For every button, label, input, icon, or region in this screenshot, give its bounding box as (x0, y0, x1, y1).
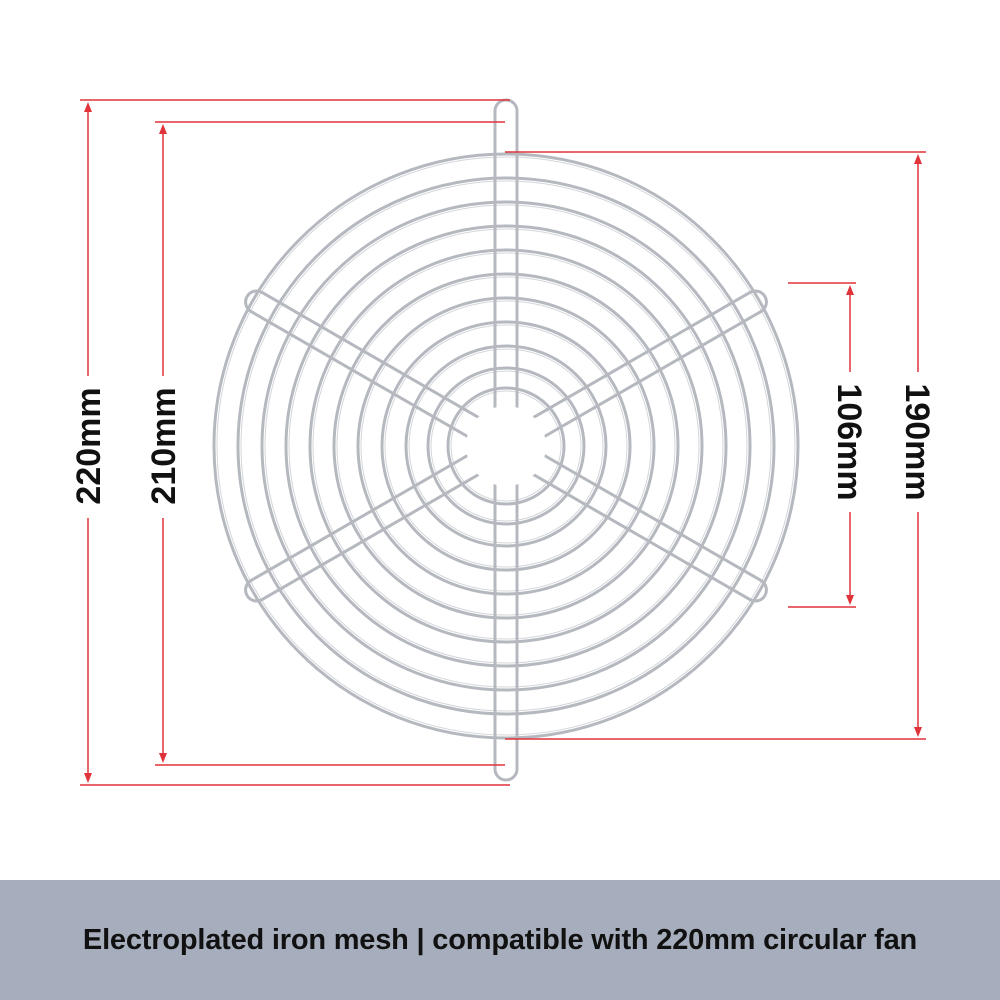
mesh-ring (308, 248, 704, 644)
mesh-ring-highlight (384, 324, 628, 568)
mesh-ring-highlight (216, 156, 796, 736)
mesh-ring (260, 200, 752, 692)
mesh-ring-highlight (240, 180, 772, 712)
mesh-ring (404, 344, 608, 548)
mesh-ring (236, 176, 776, 716)
dimension-label-190mm: 190mm (898, 383, 936, 500)
mesh-ring-highlight (288, 228, 724, 664)
mesh-ring (426, 366, 586, 526)
fan-guard-mesh (212, 98, 800, 782)
mesh-ring-highlight (430, 370, 582, 522)
dimension-190mm (505, 151, 926, 740)
mesh-ring (284, 224, 728, 668)
mesh-ring-highlight (360, 300, 652, 592)
mesh-ring (212, 152, 800, 740)
mesh-ring-highlight (336, 276, 676, 616)
dimension-220mm (80, 99, 510, 786)
dimension-106mm (788, 282, 856, 608)
caption-text: Electroplated iron mesh | compatible wit… (82, 923, 918, 956)
mesh-ring (446, 386, 566, 506)
caption-bar: Electroplated iron mesh | compatible wit… (0, 880, 1000, 1000)
mesh-ring-highlight (450, 390, 562, 502)
mesh-ring-highlight (408, 348, 604, 544)
mesh-ring (356, 296, 656, 596)
concentric-rings (212, 152, 800, 740)
dimension-label-210mm: 210mm (145, 387, 183, 504)
dimension-label-106mm: 106mm (830, 383, 868, 500)
mesh-ring-highlight (312, 252, 700, 640)
dimension-210mm (155, 121, 505, 766)
mesh-ring (380, 320, 632, 572)
dimension-label-220mm: 220mm (70, 387, 108, 504)
center-hub (466, 406, 546, 486)
mesh-ring (332, 272, 680, 620)
mesh-ring-highlight (264, 204, 748, 688)
fan-guard-diagram: 220mm 210mm 106mm 190mm (70, 98, 936, 786)
